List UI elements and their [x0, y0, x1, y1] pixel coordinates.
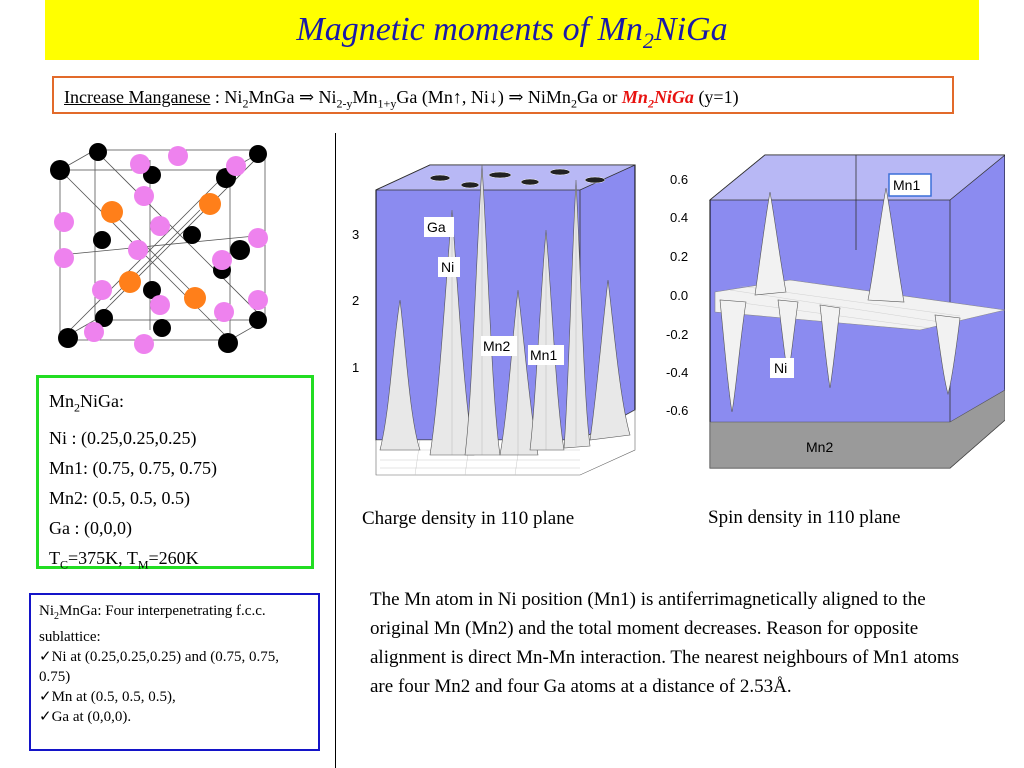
- axis-tick: -0.4: [666, 365, 688, 380]
- mn2-position: Mn2: (0.5, 0.5, 0.5): [49, 487, 190, 508]
- spin-density-plot: 0.6 0.4 0.2 0.0 -0.2 -0.4 -0.6 Mn1 Ni Mn…: [666, 154, 1005, 469]
- axis-tick: 3: [352, 227, 359, 242]
- transition-temperatures: TC=375K, TM=260K: [49, 547, 199, 572]
- charge-caption: Charge density in 110 plane: [362, 508, 575, 529]
- axis-tick: 0.2: [670, 249, 688, 264]
- atom-label-mn2: Mn2: [806, 439, 833, 455]
- explanation-paragraph: The Mn atom in Ni position (Mn1) is anti…: [370, 589, 960, 697]
- atom-label-ga: Ga: [427, 219, 446, 235]
- axis-tick: 0.4: [670, 210, 688, 225]
- formula-label: Increase Manganese: [64, 87, 211, 107]
- ni-atoms: [54, 146, 268, 354]
- slide-title: Magnetic moments of Mn2NiGa: [296, 11, 728, 53]
- ga-position: Ga : (0,0,0): [49, 517, 132, 538]
- formula-box: Increase Manganese : Ni2MnGa ⇒ Ni2-yMn1+…: [52, 76, 954, 114]
- mn-atoms: [101, 193, 221, 309]
- implies-arrow: ⇒: [508, 87, 524, 107]
- sublattice-box: Ni2MnGa: Four interpenetrating f.c.c. su…: [29, 593, 320, 751]
- ni-position: Ni : (0.25,0.25,0.25): [49, 427, 197, 448]
- up-arrow-icon: ↑: [452, 87, 462, 107]
- spin-caption: Spin density in 110 plane: [708, 507, 901, 528]
- axis-tick: 0.0: [670, 288, 688, 303]
- check-icon: ✓: [39, 709, 52, 725]
- axis-tick: 2: [352, 293, 359, 308]
- axis-tick: -0.6: [666, 403, 688, 418]
- charge-density-plot: 3 2 1 Ga Ni Mn2 Mn1: [352, 164, 636, 476]
- vertical-divider: [335, 133, 336, 768]
- atom-label-ni: Ni: [441, 259, 454, 275]
- positions-heading: Mn2NiGa:: [49, 391, 125, 415]
- mn1-position: Mn1: (0.75, 0.75, 0.75): [49, 457, 217, 478]
- check-icon: ✓: [39, 689, 52, 705]
- title-bar: Magnetic moments of Mn2NiGa: [45, 0, 979, 60]
- atom-positions-box: Mn2NiGa: Ni : (0.25,0.25,0.25) Mn1: (0.7…: [36, 375, 314, 571]
- formula-highlight: Mn2NiGa: [621, 87, 694, 111]
- sublattice-item: ✓Ga at (0,0,0).: [39, 709, 132, 725]
- axis-tick: 0.6: [670, 172, 688, 187]
- atom-label-ni: Ni: [774, 360, 787, 376]
- atom-label-mn2: Mn2: [483, 338, 510, 354]
- crystal-lattice-diagram: [50, 143, 268, 354]
- check-icon: ✓: [39, 649, 52, 665]
- sublattice-heading: Ni2MnGa: Four interpenetrating f.c.c. su…: [39, 603, 266, 645]
- axis-tick: 1: [352, 360, 359, 375]
- axis-tick: -0.2: [666, 327, 688, 342]
- down-arrow-icon: ↓: [488, 87, 498, 107]
- atom-label-mn1: Mn1: [893, 177, 920, 193]
- sublattice-item: ✓Ni at (0.25,0.25,0.25) and (0.75, 0.75,…: [39, 649, 280, 685]
- implies-arrow: ⇒: [298, 87, 315, 107]
- atom-label-mn1: Mn1: [530, 347, 557, 363]
- sublattice-item: ✓Mn at (0.5, 0.5, 0.5),: [39, 689, 176, 705]
